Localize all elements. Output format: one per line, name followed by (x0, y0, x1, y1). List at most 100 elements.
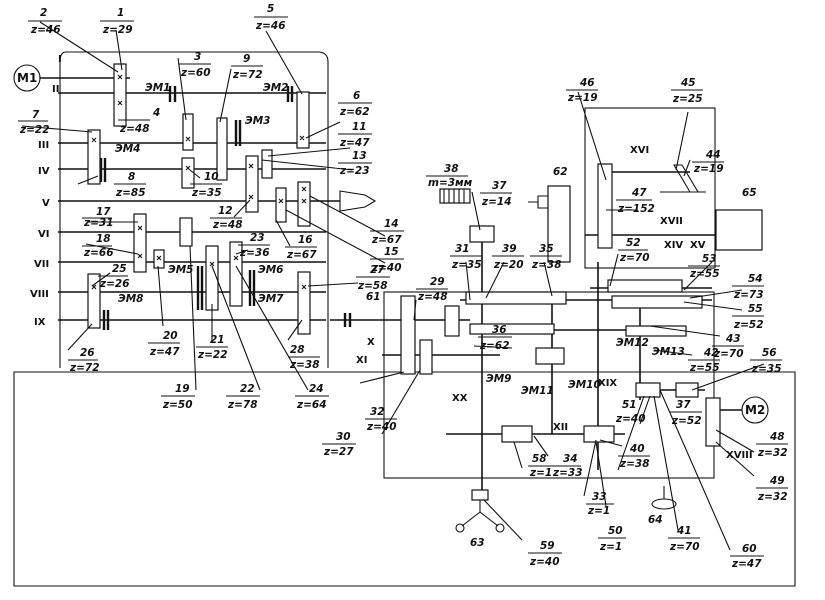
part-63-label: 63 (470, 537, 485, 549)
gear-30-num: 30 (336, 431, 351, 443)
gear-50-num: 50 (608, 525, 623, 537)
gear-3-num: 3 (194, 51, 201, 63)
gear-19-z: z=50 (162, 399, 193, 411)
gear-53-z: z=55 (689, 268, 720, 280)
gear-31-z: z=35 (451, 259, 482, 271)
gear-60-num: 60 (742, 543, 757, 555)
gear-29-z: z=48 (417, 291, 448, 303)
gear-52-z: z=70 (619, 252, 650, 264)
clutch-em7-label: ЭМ7 (258, 293, 284, 305)
gear-22-num: 22 (240, 383, 255, 395)
gear-36-z: z=62 (479, 340, 510, 352)
feed-leader-lines (359, 91, 765, 551)
shaft-label-i: I (58, 54, 62, 65)
gear-40-num: 40 (629, 443, 645, 455)
gear-60-z: z=47 (731, 558, 762, 570)
gear-6-num: 6 (353, 90, 360, 102)
gear-35-num: 35 (539, 243, 554, 255)
gear-13-z: z=23 (339, 165, 370, 177)
electromagnetic-clutches (99, 86, 294, 330)
gear-37-num: 37 (492, 180, 507, 192)
part-62-label: 62 (553, 166, 568, 178)
gear-41-z: z=70 (669, 541, 700, 553)
handwheel-63[interactable] (455, 500, 505, 533)
gear-21-num: 21 (210, 334, 225, 346)
gearbox-housing (59, 51, 329, 368)
part-64-label: 64 (648, 514, 663, 526)
gear-11-z: z=47 (339, 137, 370, 149)
gear-1-num: 1 (117, 7, 124, 19)
gear-56-num: 56 (762, 347, 777, 359)
gear-49-z: z=32 (757, 491, 788, 503)
gear-47-z: z=152 (617, 203, 655, 215)
gear-47-num: 47 (631, 187, 647, 199)
shaft-label-ix: IX (34, 317, 46, 328)
gear-26-num: 26 (80, 347, 95, 359)
shaft-label-xii: XII (553, 422, 568, 433)
gear-22-z: z=78 (227, 399, 258, 411)
gear-25-num: 25 (112, 263, 127, 275)
leader-lines (21, 21, 386, 391)
clutch-em3-label: ЭМ3 (245, 115, 270, 127)
shaft-label-x: X (367, 337, 375, 348)
gear-51-num: 51 (622, 399, 637, 411)
gear-49-num: 49 (769, 475, 785, 487)
gear-32-z: z=40 (366, 421, 397, 433)
gearbox-gears (87, 63, 311, 335)
gear-44-z: z=19 (693, 163, 724, 175)
gear-23-num: 23 (250, 232, 265, 244)
clutch-em1-label: ЭМ1 (145, 82, 170, 94)
gear-25-z: z=26 (99, 278, 130, 290)
gear-33-num: 33 (592, 491, 607, 503)
gear-2-num: 2 (40, 7, 47, 19)
shaft-label-iv: IV (38, 166, 50, 177)
motor-m1-label: M1 (17, 71, 37, 85)
gear-2-z: z=46 (30, 24, 61, 36)
gear-58-num: 58 (532, 453, 547, 465)
gear-19-num: 19 (175, 383, 190, 395)
gear-5-num: 5 (267, 3, 274, 15)
gear-34-z: z=33 (552, 467, 583, 479)
gear-28-num: 28 (290, 344, 305, 356)
shaft-label-xvi: XVI (630, 145, 649, 156)
gear-7-num: 7 (32, 109, 40, 121)
clutch-em8-label: ЭМ8 (118, 293, 143, 305)
clutch-em9-label: ЭМ9 (486, 373, 511, 385)
gear-4-num: 4 (152, 107, 160, 119)
gear-52-num: 52 (626, 237, 641, 249)
gear-37b-z: z=52 (671, 415, 702, 427)
gear-20-z: z=47 (149, 346, 180, 358)
handle-64[interactable] (651, 486, 677, 510)
gear-48-num: 48 (769, 431, 785, 443)
gear-42-num: 42 (703, 347, 719, 359)
gear-17-z: z=31 (83, 217, 114, 229)
gear-10-num: 10 (204, 171, 219, 183)
gear-42-z: z=55 (689, 362, 720, 374)
clutch-em12-label: ЭМ12 (616, 337, 649, 349)
gear-38-num: 38 (444, 163, 459, 175)
gear-18-z: z=66 (83, 247, 114, 259)
gear-54-num: 54 (748, 273, 763, 285)
gear-14-num: 14 (384, 218, 399, 230)
gear-key-marks (91, 74, 307, 290)
coupling-61 (343, 313, 352, 327)
gear-46-num: 46 (579, 77, 595, 89)
gear-33-z: z=1 (587, 505, 610, 517)
gear-58-z: z=1 (529, 467, 552, 479)
gear-11-num: 11 (352, 121, 367, 133)
gear-15-num: 15 (384, 246, 399, 258)
shaft-label-vi: VI (38, 229, 49, 240)
gear-59-z: z=40 (529, 556, 560, 568)
gear-51-z: z=40 (615, 413, 646, 425)
gear-55-num: 55 (748, 303, 763, 315)
gear-9-num: 9 (243, 53, 250, 65)
gear-3-z: z=60 (180, 67, 211, 79)
shaft-label-viii: VIII (30, 289, 49, 300)
gear-30-z: z=27 (323, 446, 354, 458)
gear-45-z: z=25 (672, 93, 703, 105)
gear-39-z: z=20 (493, 259, 524, 271)
gear-39-num: 39 (502, 243, 517, 255)
gear-15-z: z=40 (371, 262, 402, 274)
gear-40-z: z=38 (619, 458, 650, 470)
